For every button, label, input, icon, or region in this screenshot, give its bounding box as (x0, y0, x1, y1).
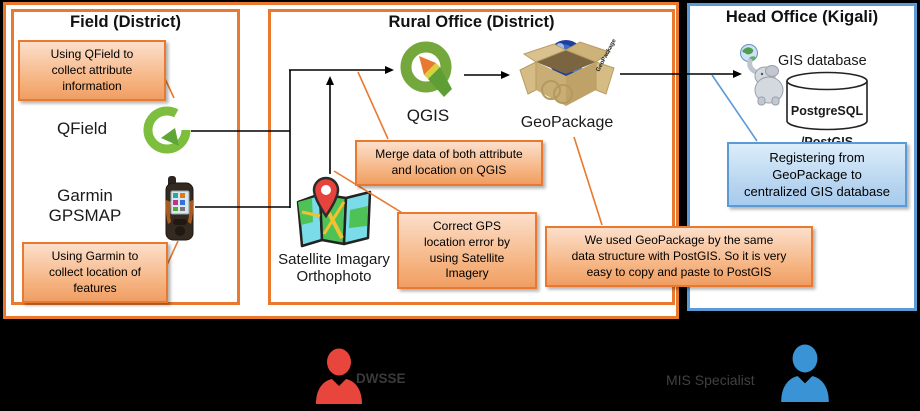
qgis-logo-icon (400, 41, 452, 97)
postgis-elephant-icon (740, 44, 784, 106)
database-cylinder-icon (786, 71, 868, 131)
callout-registering: Registering from GeoPackage to centraliz… (727, 142, 907, 208)
geopackage-label: GeoPackage (520, 114, 614, 131)
geopackage-box-icon: GeoPackage (519, 38, 618, 106)
garmin-label: Garmin GPSMAP (48, 186, 122, 225)
mis-person-icon (781, 344, 829, 402)
gis-database-label: GIS database (778, 53, 867, 69)
callout-qfield-attribute: Using QField to collect attribute inform… (18, 40, 166, 102)
callout-correct-gps: Correct GPS location error by using Sate… (397, 212, 537, 290)
qfield-logo-icon (143, 106, 191, 154)
qfield-label: QField (56, 119, 108, 138)
satellite-imagery-label: Satellite Imagary Orthophoto (278, 251, 390, 286)
dwsse-label: DWSSE (356, 371, 406, 386)
callout-garmin-location: Using Garmin to collect location of feat… (22, 242, 168, 304)
callout-geopackage-share: We used GeoPackage by the same data stru… (545, 226, 813, 288)
postgresql-line: PostgreSQL (790, 103, 864, 118)
satellite-map-icon (296, 176, 372, 248)
field-title: Field (District) (70, 13, 181, 31)
dwsse-person-icon (316, 348, 362, 404)
qgis-label: QGIS (406, 106, 450, 125)
rural-office-title: Rural Office (District) (388, 13, 555, 31)
callout-merge-qgis: Merge data of both attribute and locatio… (355, 140, 543, 186)
garmin-gps-icon (165, 176, 194, 241)
head-office-title: Head Office (Kigali) (725, 8, 879, 26)
mis-specialist-label: MIS Specialist (666, 372, 755, 388)
